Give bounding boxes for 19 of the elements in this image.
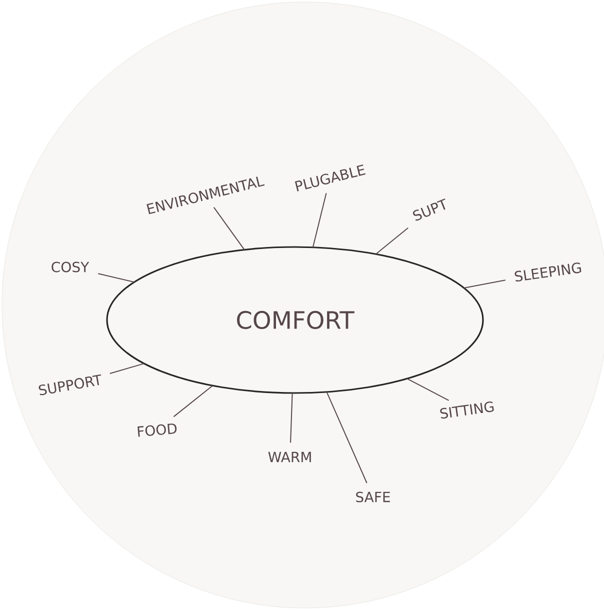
connector-line (213, 206, 245, 250)
connector-line (173, 385, 214, 418)
word-label: FOOD (138, 424, 177, 437)
ellipse-node: COMFORT (106, 246, 484, 394)
connector-line (375, 227, 409, 255)
word-label: WARM (268, 452, 311, 462)
connector-line (406, 378, 450, 401)
connector-line (109, 363, 145, 374)
word-label: SUPPORT (38, 374, 102, 396)
word-label: SUPT (412, 198, 446, 221)
connector-line (312, 192, 327, 248)
word-label: SLEEPING (514, 262, 582, 282)
word-label: COSY (52, 262, 90, 272)
connector-line (326, 391, 368, 484)
word-label: SAFE (356, 492, 390, 502)
word-label: SITTING (440, 402, 494, 419)
connector-line (98, 273, 135, 283)
connector-line (290, 392, 293, 444)
connector-line (463, 280, 506, 288)
